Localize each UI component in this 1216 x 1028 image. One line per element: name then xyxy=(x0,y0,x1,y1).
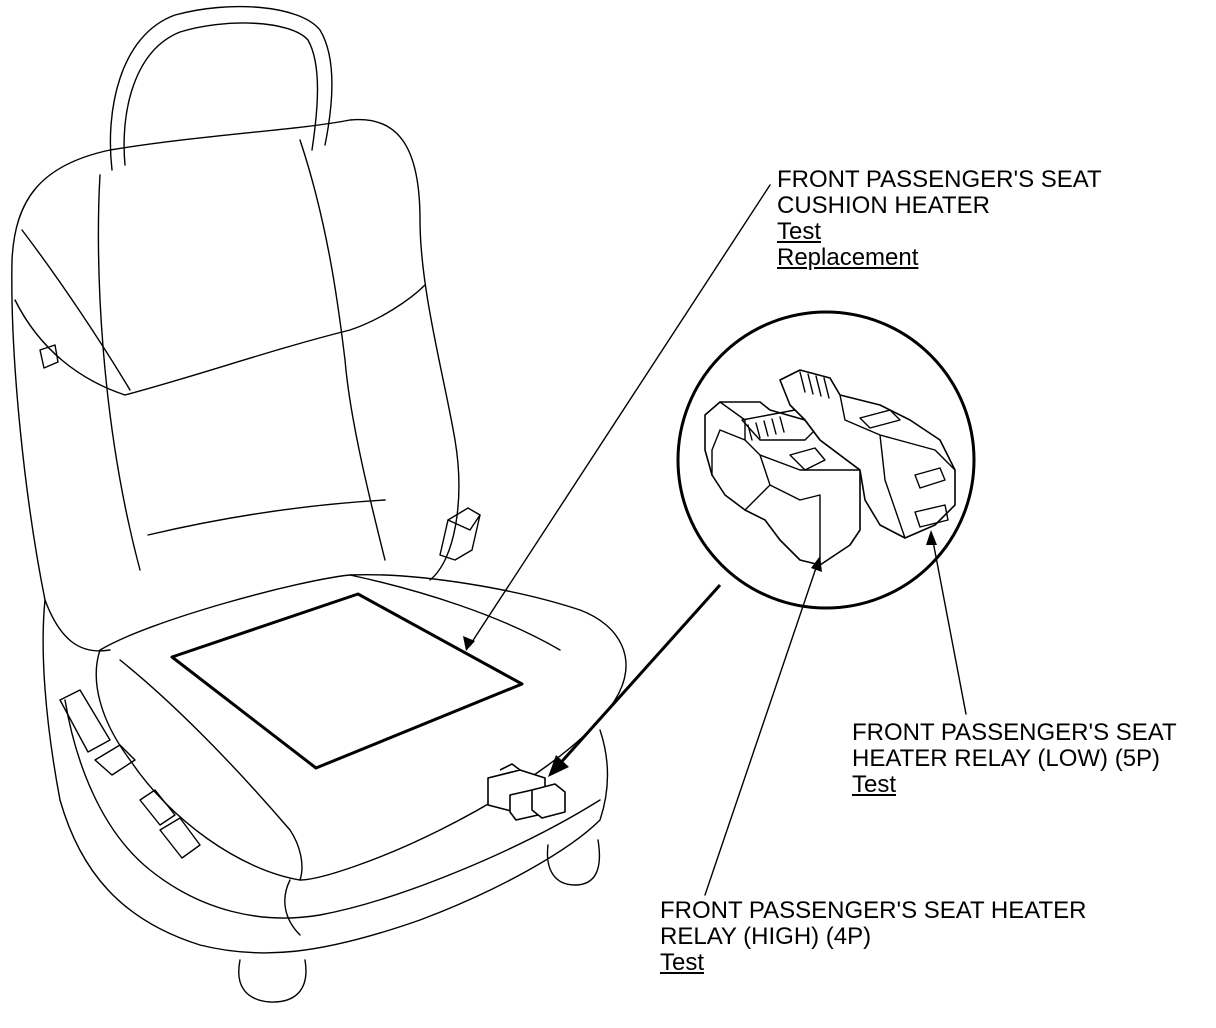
seat-cushion xyxy=(95,573,627,881)
callout-heater-relay-high: FRONT PASSENGER'S SEAT HEATER RELAY (HIG… xyxy=(660,898,1086,976)
headrest xyxy=(109,5,333,171)
recline-lever xyxy=(439,507,481,561)
cushion-heater-replacement-link[interactable]: Replacement xyxy=(777,244,919,271)
seat-frame xyxy=(42,599,609,954)
callout-heater-relay-low-line1: FRONT PASSENGER'S SEAT xyxy=(852,719,1177,746)
callout-heater-relay-high-line2: RELAY (HIGH) (4P) xyxy=(660,923,872,950)
cushion-heater-test-link[interactable]: Test xyxy=(777,218,822,245)
heater-relay-high-test-link[interactable]: Test xyxy=(660,949,705,976)
heater-relay-low-test-link[interactable]: Test xyxy=(852,771,897,798)
callout-cushion-heater-line1: FRONT PASSENGER'S SEAT xyxy=(777,166,1102,193)
zoom-detail-circle xyxy=(676,310,976,610)
seat-back xyxy=(11,118,460,652)
callout-cushion-heater-line2: CUSHION HEATER xyxy=(777,192,990,219)
relay-connectors-on-seat xyxy=(487,763,566,821)
seat-legs xyxy=(238,839,601,1003)
callout-cushion-heater: FRONT PASSENGER'S SEAT CUSHION HEATER Te… xyxy=(777,167,1102,271)
leader-lines xyxy=(463,184,967,896)
callout-heater-relay-low: FRONT PASSENGER'S SEAT HEATER RELAY (LOW… xyxy=(852,720,1177,798)
cushion-heater-pad xyxy=(170,592,524,770)
callout-heater-relay-high-line1: FRONT PASSENGER'S SEAT HEATER xyxy=(660,897,1087,924)
callout-heater-relay-low-line2: HEATER RELAY (LOW) (5P) xyxy=(852,745,1161,772)
